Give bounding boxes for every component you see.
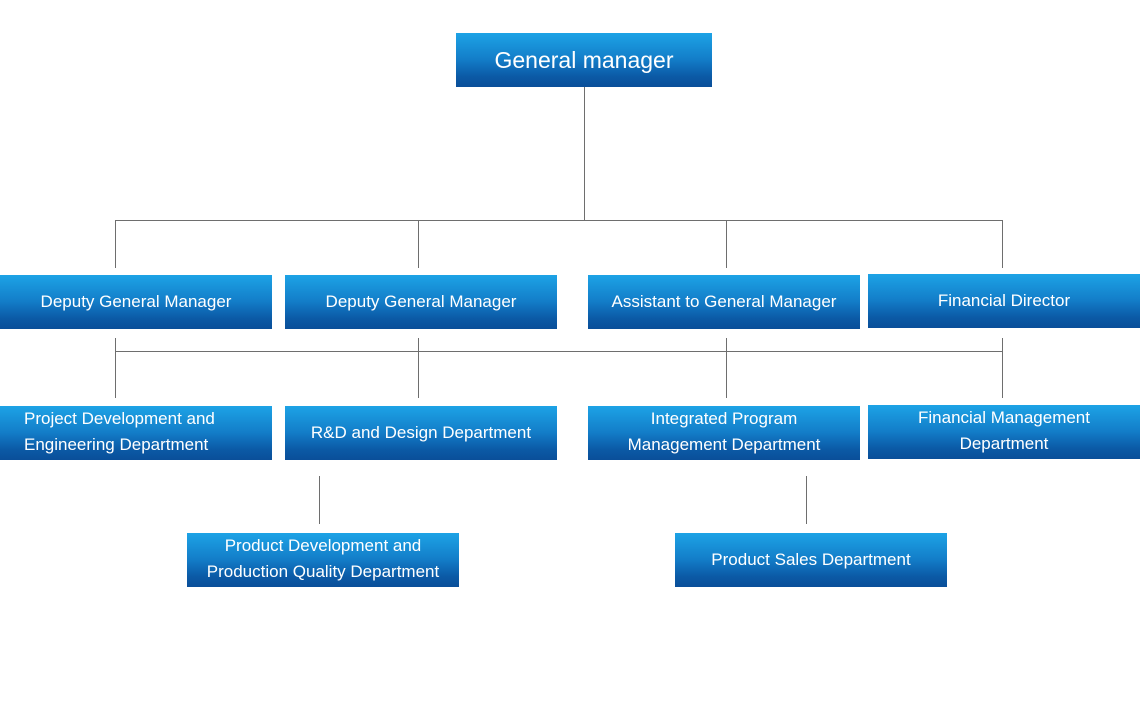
- node-assistant-to-general-manager: Assistant to General Manager: [588, 275, 860, 329]
- node-deputy-general-manager-2: Deputy General Manager: [285, 275, 557, 329]
- node-product-development-production-quality: Product Development and Production Quali…: [187, 533, 459, 587]
- node-label: R&D and Design Department: [310, 423, 532, 442]
- node-label: Deputy General Manager: [325, 292, 517, 311]
- node-label-line1: Product Development and: [224, 535, 422, 555]
- node-financial-director: Financial Director: [868, 274, 1140, 328]
- node-label: Product Sales Department: [711, 550, 911, 569]
- node-label-line2: Engineering Department: [24, 434, 209, 454]
- node-label: Assistant to General Manager: [611, 292, 837, 311]
- node-financial-management: Financial Management Department: [868, 405, 1140, 459]
- node-label: Deputy General Manager: [40, 292, 232, 311]
- node-label: General manager: [494, 47, 674, 73]
- node-label-line1: Integrated Program: [650, 408, 798, 428]
- node-project-development-engineering: Project Development and Engineering Depa…: [0, 406, 272, 460]
- node-product-sales: Product Sales Department: [675, 533, 947, 587]
- node-label-line2: Production Quality Department: [206, 561, 440, 581]
- node-label-line2: Department: [959, 433, 1049, 453]
- node-deputy-general-manager-1: Deputy General Manager: [0, 275, 272, 329]
- node-label-line1: Financial Management: [918, 407, 1090, 427]
- node-general-manager: General manager: [456, 33, 712, 87]
- node-label-line2: Management Department: [627, 434, 821, 454]
- node-rd-design: R&D and Design Department: [285, 406, 557, 460]
- node-integrated-program-management: Integrated Program Management Department: [588, 406, 860, 460]
- node-label-line1: Project Development and: [24, 408, 215, 428]
- node-label: Financial Director: [937, 291, 1071, 310]
